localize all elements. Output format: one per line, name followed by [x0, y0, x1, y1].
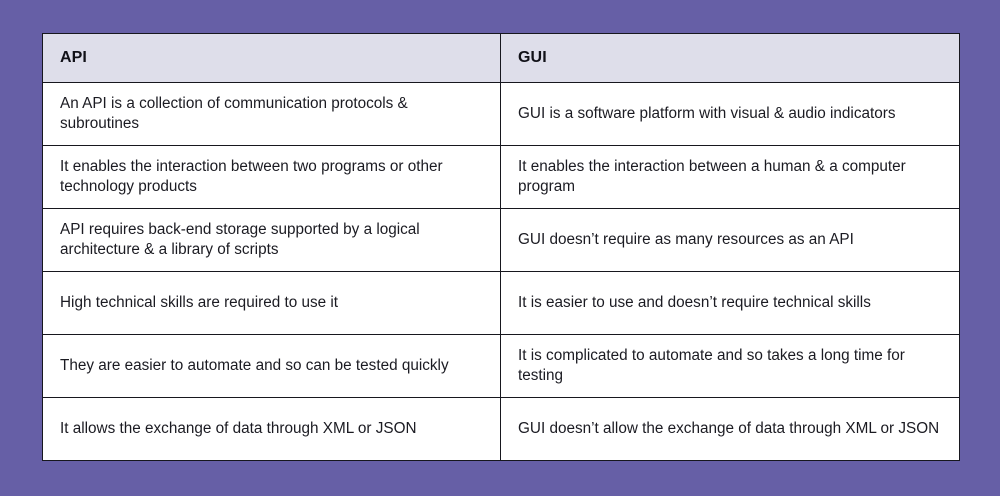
- cell-api-text: High technical skills are required to us…: [60, 293, 339, 311]
- cell-gui: GUI doesn’t allow the exchange of data t…: [500, 397, 960, 461]
- cell-gui: It enables the interaction between a hum…: [500, 145, 960, 209]
- table-row: It allows the exchange of data through X…: [42, 397, 960, 461]
- cell-gui-text: GUI doesn’t require as many resources as…: [518, 230, 854, 248]
- column-header-api: API: [42, 33, 501, 83]
- cell-gui-text: It is complicated to automate and so tak…: [518, 346, 905, 384]
- cell-gui: It is easier to use and doesn’t require …: [500, 271, 960, 335]
- table-row: They are easier to automate and so can b…: [42, 334, 960, 398]
- cell-gui: It is complicated to automate and so tak…: [500, 334, 960, 398]
- cell-gui-text: GUI doesn’t allow the exchange of data t…: [518, 419, 940, 437]
- table-row: High technical skills are required to us…: [42, 271, 960, 335]
- cell-gui-text: It enables the interaction between a hum…: [518, 157, 906, 195]
- cell-api: It enables the interaction between two p…: [42, 145, 501, 209]
- table-row: An API is a collection of communication …: [42, 82, 960, 146]
- cell-api: API requires back-end storage supported …: [42, 208, 501, 272]
- table-header: API GUI: [42, 33, 960, 83]
- cell-gui: GUI is a software platform with visual &…: [500, 82, 960, 146]
- table-row: API requires back-end storage supported …: [42, 208, 960, 272]
- cell-api: An API is a collection of communication …: [42, 82, 501, 146]
- column-header-api-label: API: [60, 49, 87, 66]
- table-row: It enables the interaction between two p…: [42, 145, 960, 209]
- column-header-gui: GUI: [500, 33, 960, 83]
- cell-api-text: API requires back-end storage supported …: [60, 220, 420, 258]
- cell-api-text: An API is a collection of communication …: [60, 94, 408, 132]
- cell-api: They are easier to automate and so can b…: [42, 334, 501, 398]
- cell-gui-text: It is easier to use and doesn’t require …: [518, 293, 871, 311]
- cell-gui: GUI doesn’t require as many resources as…: [500, 208, 960, 272]
- cell-gui-text: GUI is a software platform with visual &…: [518, 104, 896, 122]
- cell-api-text: They are easier to automate and so can b…: [60, 356, 449, 374]
- cell-api-text: It allows the exchange of data through X…: [60, 419, 417, 437]
- cell-api: High technical skills are required to us…: [42, 271, 501, 335]
- cell-api: It allows the exchange of data through X…: [42, 397, 501, 461]
- table-body: An API is a collection of communication …: [42, 82, 960, 461]
- cell-api-text: It enables the interaction between two p…: [60, 157, 443, 195]
- api-gui-comparison-table: API GUI An API is a collection of commun…: [42, 33, 960, 461]
- table-header-row: API GUI: [42, 33, 960, 83]
- column-header-gui-label: GUI: [518, 49, 547, 66]
